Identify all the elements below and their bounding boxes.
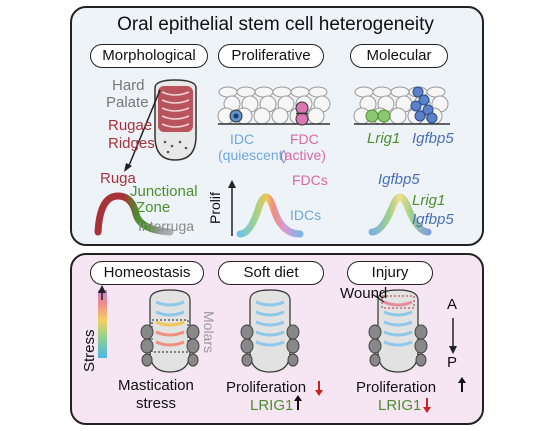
header-proliferative: Proliferative xyxy=(218,44,324,68)
label-stress-axis: Stress xyxy=(81,329,98,372)
figure-title: Oral epithelial stem cell heterogeneity xyxy=(117,14,434,35)
header-injury: Injury xyxy=(347,261,433,285)
label-zone: Zone xyxy=(136,199,171,216)
ruga-curve xyxy=(94,192,174,236)
label-curve-lrig1: Lrig1 xyxy=(412,192,446,209)
label-palate: Palate xyxy=(106,94,149,111)
label-curve-igfbp5-top: Igfbp5 xyxy=(378,171,420,188)
header-soft-diet: Soft diet xyxy=(218,261,324,285)
label-injury-lrig1: LRIG1 xyxy=(378,397,422,414)
label-curve-igfbp5-bottom: Igfbp5 xyxy=(412,211,454,228)
label-junctional: Junctional xyxy=(130,183,198,200)
label-mastication-stress: stress xyxy=(136,395,177,412)
arrow-injury-prolif-up xyxy=(458,377,466,392)
label-lrig1: Lrig1 xyxy=(367,130,401,147)
stress-bar xyxy=(98,290,107,358)
label-ruga: Ruga xyxy=(100,170,136,187)
arrow-soft-lrig1-up xyxy=(294,395,302,410)
epithelium-proliferative xyxy=(217,86,331,125)
palate-illustration xyxy=(154,79,197,161)
label-wound: Wound xyxy=(340,285,388,302)
header-morphological: Morphological xyxy=(90,44,208,68)
label-fdc: FDC xyxy=(290,131,319,147)
palate-homeostasis xyxy=(140,289,200,373)
prolif-curve xyxy=(236,193,304,238)
header-molecular: Molecular xyxy=(350,44,448,68)
header-homeostasis: Homeostasis xyxy=(90,261,204,285)
label-hard: Hard xyxy=(112,77,145,94)
label-ridges: Ridges xyxy=(108,135,155,152)
label-injury-proliferation: Proliferation xyxy=(356,379,437,396)
label-anterior: A xyxy=(447,296,458,313)
label-igfbp5: Igfbp5 xyxy=(412,130,454,147)
molecular-curve xyxy=(368,193,432,236)
label-mastication: Mastication xyxy=(118,377,194,394)
label-quiescent: (quiescent) xyxy=(218,147,288,163)
arrow-injury-lrig1-down xyxy=(423,398,431,413)
palate-soft-diet xyxy=(240,289,300,373)
label-idc: IDC xyxy=(230,131,255,147)
arrow-soft-prolif-down xyxy=(315,381,323,396)
label-soft-proliferation: Proliferation xyxy=(226,379,307,396)
label-fdcs: FDCs xyxy=(292,172,328,188)
label-active: (active) xyxy=(280,147,326,163)
label-posterior: P xyxy=(447,354,458,371)
ruga-arrow xyxy=(127,89,161,169)
label-prolif: Prolif xyxy=(207,192,223,224)
label-idcs: IDCs xyxy=(290,207,322,223)
label-soft-lrig1: LRIG1 xyxy=(250,397,294,414)
label-rugae: Rugae xyxy=(108,117,153,134)
palate-injury xyxy=(368,289,428,373)
label-molars: Molars xyxy=(201,311,217,354)
label-interruga: Interruga xyxy=(138,218,195,234)
